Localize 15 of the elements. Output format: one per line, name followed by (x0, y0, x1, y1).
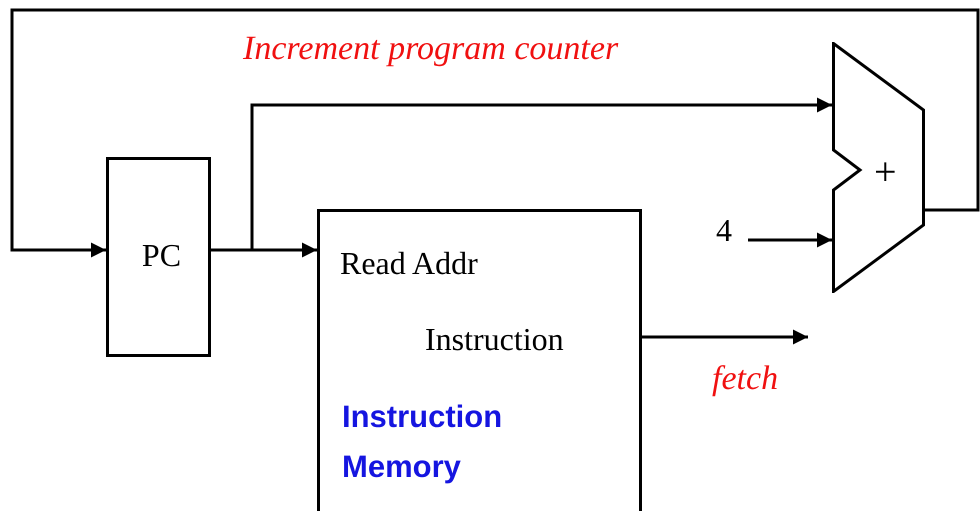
stage-label: fetch (712, 360, 778, 398)
memory-box (317, 209, 642, 511)
register-label: PC (140, 238, 182, 274)
port-label: Instruction (425, 322, 564, 358)
arrow (211, 98, 832, 252)
arrow (748, 232, 832, 248)
register-box (106, 157, 211, 357)
constant-label: 4 (716, 213, 732, 248)
memory-title: Instruction Memory (342, 398, 504, 486)
arrow (642, 330, 808, 344)
port-label: Read Addr (340, 246, 478, 282)
arrow (10, 8, 980, 258)
annotation: Increment program counter (243, 30, 618, 68)
adder-block (832, 42, 925, 293)
operator-symbol: + (874, 150, 897, 194)
